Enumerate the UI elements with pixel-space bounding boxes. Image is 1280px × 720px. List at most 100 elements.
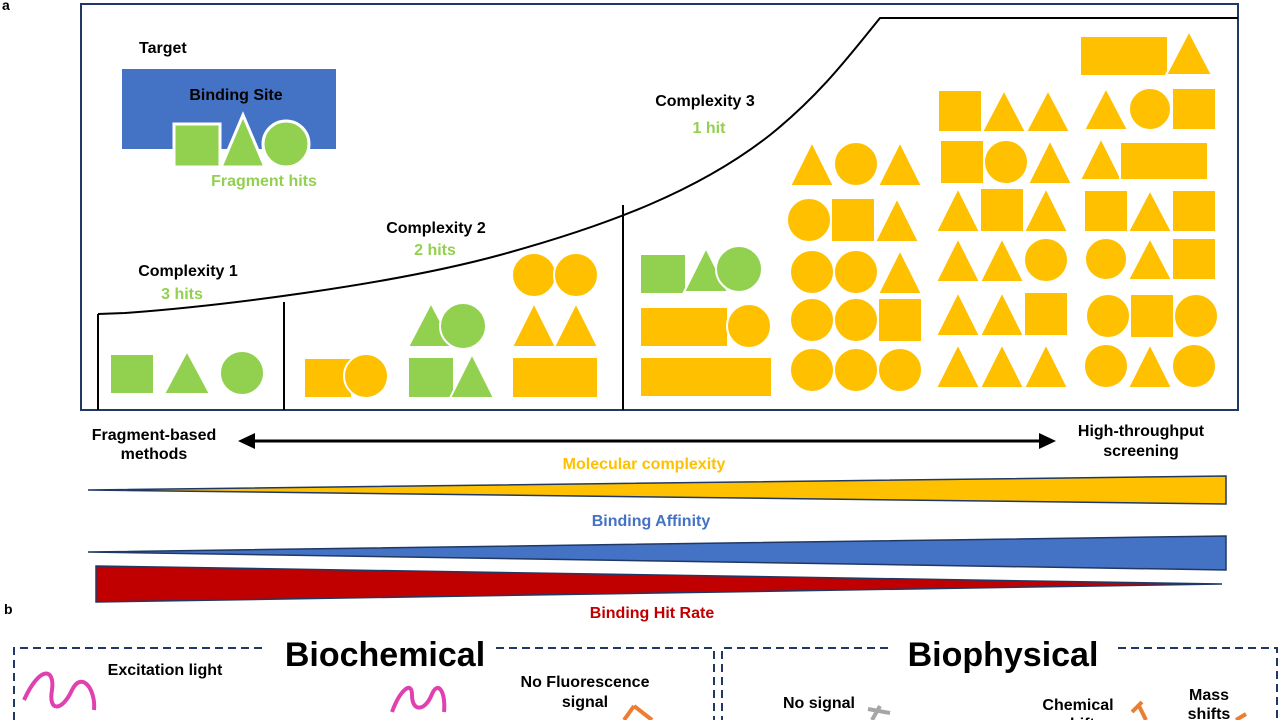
circle-shape (983, 139, 1029, 185)
stage-2-hits: 2 hits (414, 242, 456, 259)
no-fluorescence-line1: No Fluorescence (521, 674, 650, 691)
triangle-shape (552, 300, 600, 348)
complexity-curve (97, 17, 1238, 315)
circle-shape (715, 245, 763, 293)
circle-shape (1173, 293, 1219, 339)
triangle-shape (1126, 235, 1174, 281)
circle-shape (343, 353, 389, 399)
rectangle-shape (511, 356, 599, 399)
binding-hit-rate-wedge (95, 565, 1223, 603)
rectangle-shape (1119, 141, 1209, 181)
chemical-shift-line1: Chemical (1042, 697, 1113, 714)
triangle-shape (978, 289, 1026, 337)
mass-shifts-line2: shifts (1188, 706, 1231, 720)
triangle-shape (788, 139, 836, 187)
triangle-shape (510, 300, 558, 348)
square-shape (1171, 87, 1217, 131)
circle-shape (439, 302, 487, 350)
excitation-label: Excitation light (108, 662, 223, 679)
stage-2-title: Complexity 2 (386, 220, 486, 237)
rectangle-shape (1079, 35, 1169, 77)
biochemical-box (13, 647, 715, 720)
circle-shape (789, 249, 835, 295)
square-shape (109, 353, 155, 395)
rectangle-shape (639, 356, 773, 398)
square-shape (939, 139, 985, 185)
circle-shape (833, 297, 879, 343)
no-fluorescence-line2: signal (562, 694, 608, 711)
triangle-shape (1078, 135, 1124, 181)
axis-right-line1: High-throughput (1078, 423, 1205, 440)
fragment-hits-shapes (172, 111, 311, 169)
biochemical-title: Biochemical (285, 636, 485, 674)
triangle-shape (978, 341, 1026, 389)
circle-shape (1023, 237, 1069, 283)
binding-affinity-label: Binding Affinity (592, 513, 711, 530)
triangle-shape (1126, 187, 1174, 233)
square-shape (1171, 237, 1217, 281)
circle-shape (833, 347, 879, 393)
triangle-shape (1082, 85, 1130, 131)
square-shape (1171, 189, 1217, 233)
triangle-shape (1126, 341, 1174, 389)
circle-shape (219, 350, 265, 396)
triangle-shape (873, 195, 921, 243)
triangle-shape (162, 348, 212, 395)
circle-shape (877, 347, 923, 393)
square-shape (172, 122, 222, 169)
circle-shape (1171, 343, 1217, 389)
square-shape (639, 253, 687, 295)
circle-shape (789, 297, 835, 343)
square-shape (1023, 291, 1069, 337)
target-title: Target (139, 40, 187, 57)
square-shape (937, 89, 983, 133)
binding-site-label: Binding Site (189, 87, 282, 104)
square-shape (1129, 293, 1175, 339)
excitation-wave-icon (390, 685, 447, 713)
triangle-shape (218, 111, 268, 169)
stage-3-hits: 1 hit (693, 120, 727, 137)
triangle-shape (1024, 87, 1072, 133)
binding-affinity-wedge (87, 535, 1227, 571)
circle-shape (1085, 293, 1131, 339)
mass-shifts-line1: Mass (1189, 687, 1229, 704)
triangle-shape (876, 139, 924, 187)
axis-right-line2: screening (1103, 443, 1179, 460)
square-shape (877, 297, 923, 343)
no-signal-arrow-icon (867, 705, 891, 720)
panel-b-letter: b (4, 601, 13, 617)
triangle-shape (448, 351, 496, 399)
triangle-shape (1164, 28, 1214, 76)
circle-shape (1084, 237, 1128, 281)
triangle-shape (934, 235, 982, 283)
axis-left-line1: Fragment-based (92, 427, 216, 444)
triangle-shape (934, 289, 982, 337)
circle-shape (553, 252, 599, 298)
stage-3-title: Complexity 3 (655, 93, 755, 110)
biophysical-box (721, 647, 1278, 720)
circle-shape (1083, 343, 1129, 389)
triangle-shape (934, 185, 982, 233)
binding-hit-rate-label: Binding Hit Rate (590, 605, 715, 622)
triangle-shape (876, 247, 924, 295)
circle-shape (786, 197, 832, 243)
no-signal-label: No signal (783, 695, 855, 712)
excitation-wave-icon (22, 671, 97, 711)
panel-a-letter: a (2, 0, 10, 13)
stage-1-title: Complexity 1 (138, 263, 238, 280)
circle-shape (261, 119, 311, 169)
triangle-shape (1022, 185, 1070, 233)
molecular-complexity-wedge (87, 475, 1227, 505)
triangle-shape (978, 235, 1026, 283)
compound-shapes (109, 28, 1219, 399)
chemical-shift-line2: shift (1061, 716, 1095, 720)
triangle-shape (980, 87, 1028, 133)
circle-shape (511, 252, 557, 298)
fragment-hits-label: Fragment hits (211, 173, 317, 190)
square-shape (830, 197, 876, 243)
square-shape (1083, 189, 1129, 233)
molecular-complexity-label: Molecular complexity (563, 456, 726, 473)
square-shape (979, 187, 1025, 233)
triangle-shape (934, 341, 982, 389)
mass-shift-arrow-icon (1234, 712, 1248, 720)
